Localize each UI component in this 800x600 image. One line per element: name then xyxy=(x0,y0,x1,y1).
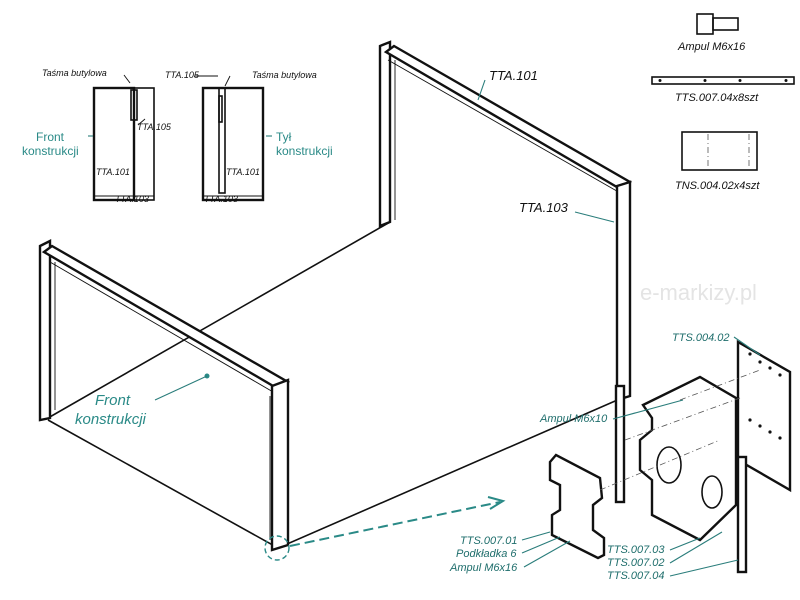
part-label: TTA.105 xyxy=(137,122,172,132)
side-label: Front xyxy=(36,130,65,144)
side-label: konstrukcji xyxy=(22,144,79,158)
callout-label: TTS.004.02 xyxy=(672,332,729,344)
side-label: konstrukcji xyxy=(276,144,333,158)
frame-profile-side xyxy=(133,87,155,201)
detail-view-rear: TTA.105 Taśma butylowa TTA.101 TTA.103 T… xyxy=(165,70,333,204)
top-beam-label: TTA.101 xyxy=(489,68,538,83)
callout-label: TTS.007.04 xyxy=(607,570,664,582)
part-label: TTA.103 xyxy=(115,194,149,204)
front-label: konstrukcji xyxy=(75,411,147,428)
rear-left-post xyxy=(378,40,392,228)
legend-label: TTS.007.04x8szt xyxy=(675,92,759,104)
flat-bar-icon xyxy=(651,76,795,85)
part-label: TTA.103 xyxy=(204,194,238,204)
frame-profile xyxy=(92,86,136,202)
callout-label: Ampul M6x10 xyxy=(539,413,608,425)
callout-label: TTS.007.01 xyxy=(460,535,517,547)
bracket xyxy=(638,375,738,542)
plate-icon xyxy=(681,131,758,171)
flat-bar xyxy=(736,455,748,574)
front-label: Front xyxy=(95,392,131,409)
side-label: Tył xyxy=(276,130,292,144)
legend-label: TNS.004.02x4szt xyxy=(675,180,760,192)
detail-view-front: Taśma butylowa TTA.105 TTA.101 TTA.103 F… xyxy=(22,68,172,204)
watermark: e-markizy.pl xyxy=(640,280,757,305)
rear-post-label: TTA.103 xyxy=(519,200,569,215)
callout-label: TTS.007.03 xyxy=(607,544,665,556)
front-right-post xyxy=(270,378,290,552)
exploded-bracket-view: TTS.004.02 Ampul M6x10 TTS.007.01 Podkła… xyxy=(449,332,792,582)
front-left-post xyxy=(38,239,52,422)
legend-label: Ampul M6x16 xyxy=(677,41,746,53)
detail-marker xyxy=(264,535,290,561)
clamp-plate xyxy=(548,453,606,560)
callout-label: TTS.007.02 xyxy=(607,557,664,569)
parts-legend: Ampul M6x16 TTS.007.04x8szt TNS.004.02x4… xyxy=(651,13,795,192)
part-label: TTA.105 xyxy=(165,70,200,80)
tape-label: Taśma butylowa xyxy=(42,68,107,78)
rear-post xyxy=(615,180,632,402)
part-label: TTA.101 xyxy=(226,167,260,177)
frame-profile xyxy=(201,86,265,202)
front-beam xyxy=(41,244,290,392)
bolt-icon xyxy=(696,13,739,35)
tape-label: Taśma butylowa xyxy=(252,70,317,80)
part-label: TTA.101 xyxy=(96,167,130,177)
callout-label: Podkładka 6 xyxy=(456,548,517,560)
spacer-bar xyxy=(614,384,626,504)
callout-label: Ampul M6x16 xyxy=(449,562,518,574)
main-frame-view: TTA.101 TTA.103 Front konstrukcji xyxy=(38,40,632,561)
wall-plate xyxy=(736,339,792,493)
